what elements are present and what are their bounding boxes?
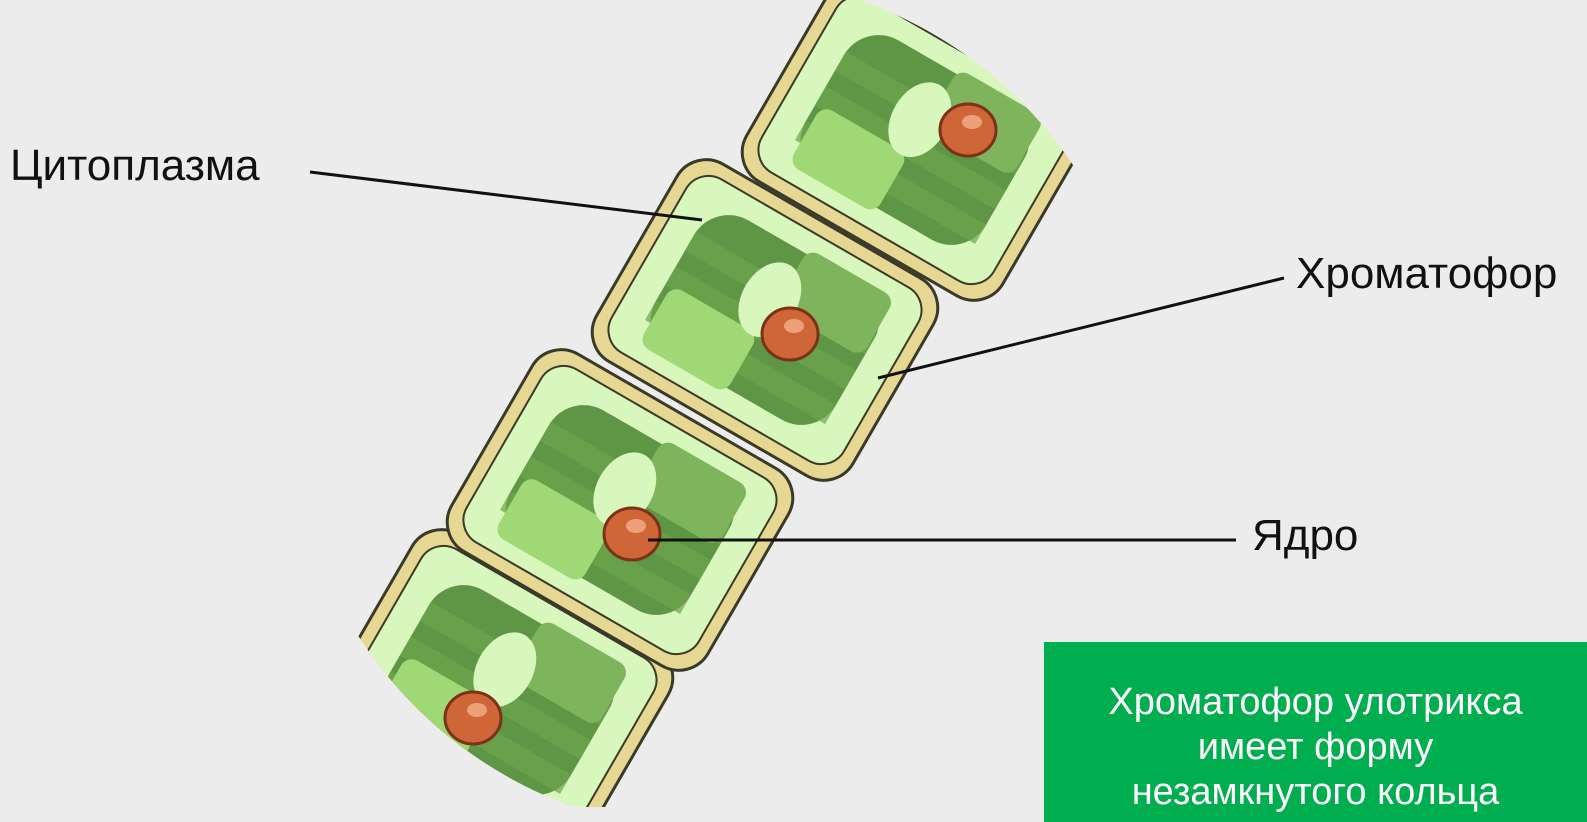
cytoplasm-label: Цитоплазма bbox=[10, 144, 260, 188]
nucleus-label: Ядро bbox=[1252, 514, 1358, 558]
info-note: Хроматофор улотрикса имеет форму незамкн… bbox=[1044, 642, 1587, 822]
nucleus-icon bbox=[604, 508, 660, 560]
cell-filament bbox=[315, 0, 1100, 807]
cytoplasm-leader-line bbox=[310, 172, 702, 220]
nucleus-icon bbox=[445, 692, 501, 744]
nucleus-icon bbox=[940, 104, 996, 156]
chromatophore-leader-line bbox=[878, 278, 1284, 378]
chromatophore-label: Хроматофор bbox=[1296, 252, 1557, 296]
nucleus-icon bbox=[762, 308, 818, 360]
